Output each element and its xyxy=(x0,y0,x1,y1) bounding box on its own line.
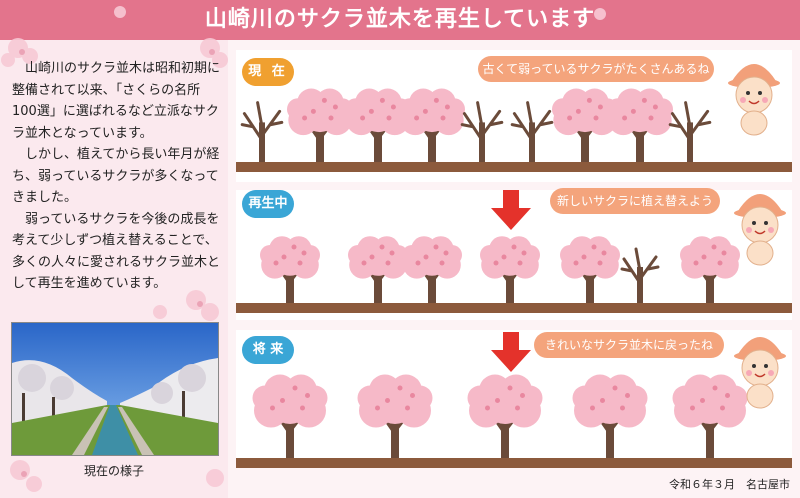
mascot-character xyxy=(734,194,786,266)
tree-current xyxy=(607,88,673,162)
speech-bubble-future: きれいなサクラ並木に戻ったね xyxy=(534,332,724,358)
tree-future xyxy=(252,374,328,458)
bare-tree-current xyxy=(510,101,554,162)
intro-paragraph-2: しかし、植えてから長い年月が経ち、弱っているサクラが多くなってきました。 xyxy=(12,147,220,205)
photo-caption: 現在の様子 xyxy=(83,464,144,478)
tree-renewing xyxy=(260,236,320,303)
tree-current xyxy=(345,88,411,162)
bare-tree-current xyxy=(668,101,712,162)
tree-future xyxy=(357,374,433,458)
intro-paragraph-1: 山崎川のサクラ並木は昭和初期に整備されて以来、「さくらの名所100選」に選ばれる… xyxy=(12,61,221,141)
tree-renewing xyxy=(402,236,462,303)
tree-renewing xyxy=(480,236,540,303)
tree-current xyxy=(552,88,618,162)
tree-future xyxy=(467,374,543,458)
river-photo xyxy=(11,322,219,456)
tree-future xyxy=(572,374,648,458)
page-title: 山崎川のサクラ並木を再生しています xyxy=(204,7,596,32)
ground-future xyxy=(236,458,792,468)
header-banner: 山崎川のサクラ並木を再生しています xyxy=(0,0,800,40)
intro-text: 山崎川のサクラ並木は昭和初期に整備されて以来、「さくらの名所100選」に選ばれる… xyxy=(12,58,222,295)
ground-current xyxy=(236,162,792,172)
down-arrow-icon xyxy=(491,190,531,230)
stage-label-future: 将 来 xyxy=(242,336,294,364)
stage-label-renewing: 再生中 xyxy=(242,190,294,218)
mascot-character xyxy=(734,337,786,409)
ground-renewing xyxy=(236,303,792,313)
bare-tree-renewing xyxy=(620,247,660,303)
stage-label-current: 現 在 xyxy=(242,58,294,86)
tree-current xyxy=(287,88,353,162)
footer-credit: 令和６年３月 名古屋市 xyxy=(669,478,790,491)
intro-paragraph-3: 弱っているサクラを今後の成長を考えて少しずつ植え替えることで、多くの人々に愛され… xyxy=(12,211,221,292)
bare-tree-current xyxy=(460,101,504,162)
mascot-character xyxy=(728,64,780,136)
bare-tree-current xyxy=(240,101,284,162)
speech-bubble-current: 古くて弱っているサクラがたくさんあるね xyxy=(478,56,714,82)
tree-renewing xyxy=(560,236,620,303)
speech-bubble-renewing: 新しいサクラに植え替えよう xyxy=(550,188,720,214)
tree-renewing xyxy=(348,236,408,303)
tree-renewing xyxy=(680,236,740,303)
down-arrow-icon xyxy=(491,332,531,372)
tree-future xyxy=(672,374,748,458)
tree-current xyxy=(399,88,465,162)
